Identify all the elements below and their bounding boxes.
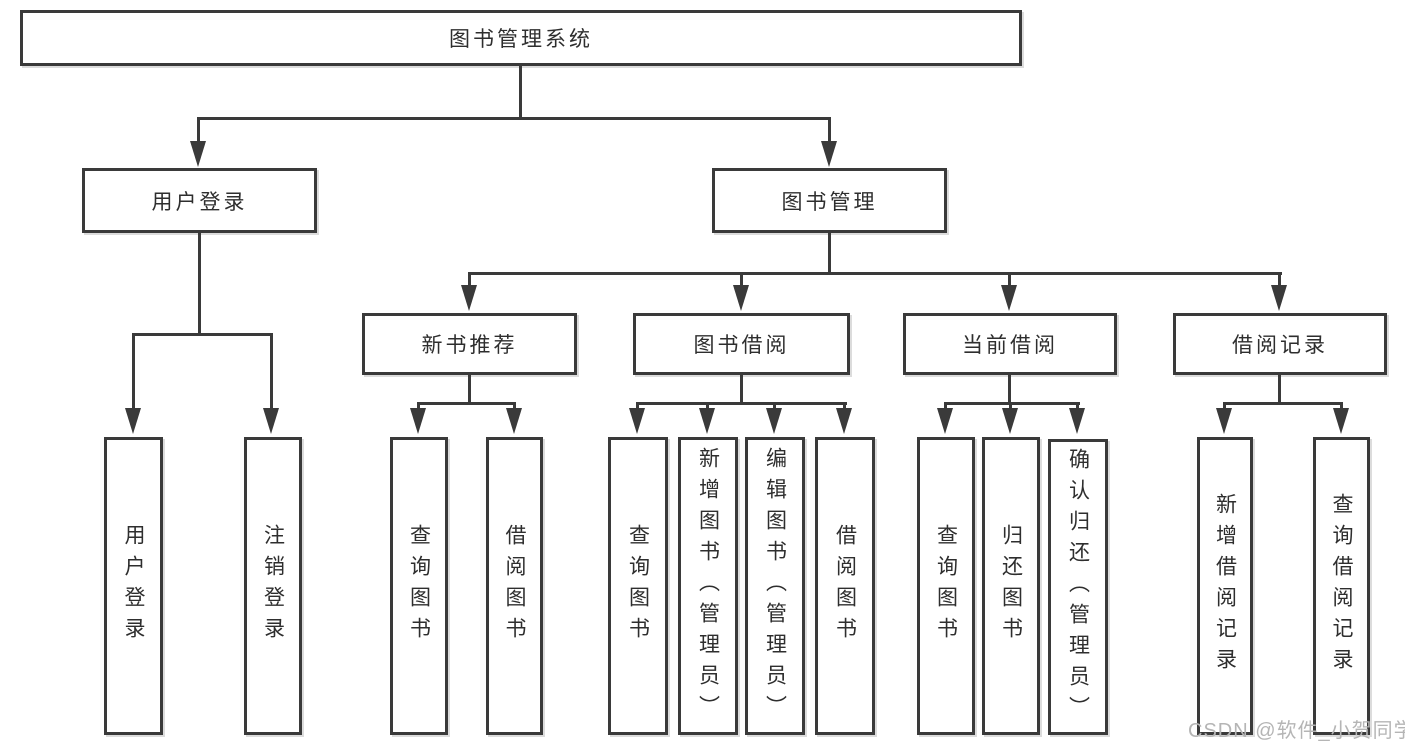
arrow-down-icon [937,408,953,434]
connector-drop-leaf [513,402,516,412]
connector-drop-user-login [197,117,200,147]
connector-current-stem [1008,375,1011,405]
leaf-add-borrow-record: 新增借阅记录 [1197,437,1253,735]
arrow-down-icon [410,408,426,434]
node-book-borrowing-label: 图书借阅 [693,334,790,357]
leaf-query-books-recommend-label: 查询图书 [407,524,431,648]
node-book-borrowing: 图书借阅 [633,313,850,375]
connector-root-stem [519,66,522,119]
leaf-query-books-current-label: 查询图书 [934,524,958,648]
connector-drop-leaf [1223,402,1226,412]
leaf-borrow-books: 借阅图书 [815,437,875,735]
arrow-down-icon [821,141,837,167]
connector-drop-book-mgmt [828,117,831,147]
connector-drop-leaf [843,402,846,412]
connector-records-stem [1278,375,1281,405]
node-root-system: 图书管理系统 [20,10,1022,66]
leaf-borrow-books-recommend-label: 借阅图书 [503,524,527,648]
connector-drop-leaf [1009,402,1012,412]
arrow-down-icon [1333,408,1349,434]
arrow-down-icon [1002,408,1018,434]
node-borrowing-records-label: 借阅记录 [1232,334,1328,357]
node-user-login: 用户登录 [82,168,317,233]
leaf-confirm-return-admin-label: 确认归还（管理员） [1066,447,1090,727]
connector-drop-current [1008,272,1011,288]
connector-drop-leaf [706,402,709,412]
node-new-book-recommend: 新书推荐 [362,313,577,375]
connector-root-rail [197,117,831,120]
arrow-down-icon [1001,285,1017,311]
leaf-edit-books-admin: 编辑图书（管理员） [745,437,805,735]
connector-drop-leaf [1340,402,1343,412]
arrow-down-icon [733,285,749,311]
node-new-book-recommend-label: 新书推荐 [421,334,518,357]
leaf-add-borrow-record-label: 新增借阅记录 [1213,493,1237,679]
connector-drop-leaf [417,402,420,412]
leaf-confirm-return-admin: 确认归还（管理员） [1048,439,1108,735]
leaf-borrow-books-label: 借阅图书 [833,524,857,648]
node-current-borrowing-label: 当前借阅 [962,334,1058,357]
arrow-down-icon [263,408,279,434]
connector-drop-leaf [773,402,776,412]
arrow-down-icon [1271,285,1287,311]
connector-user-login-stem [198,233,201,336]
leaf-query-books-current: 查询图书 [917,437,975,735]
connector-user-login-rail [132,333,273,336]
connector-borrowing-stem [740,375,743,405]
leaf-return-books-label: 归还图书 [999,524,1023,648]
leaf-return-books: 归还图书 [982,437,1040,735]
connector-drop-login-leaf [132,333,135,411]
connector-records-rail [1223,402,1342,405]
connector-drop-new-books [468,272,471,288]
node-current-borrowing: 当前借阅 [903,313,1117,375]
leaf-user-login-label: 用户登录 [122,524,146,648]
arrow-down-icon [1216,408,1232,434]
leaf-query-books-borrowing-label: 查询图书 [626,524,650,648]
connector-current-rail [944,402,1080,405]
connector-book-mgmt-rail [469,272,1282,275]
connector-drop-leaf [1076,402,1079,412]
leaf-user-login: 用户登录 [104,437,163,735]
arrow-down-icon [125,408,141,434]
node-book-management: 图书管理 [712,168,947,233]
connector-new-books-stem [468,375,471,405]
node-book-management-label: 图书管理 [781,190,878,214]
leaf-query-books-recommend: 查询图书 [390,437,448,735]
connector-drop-leaf [944,402,947,412]
arrow-down-icon [461,285,477,311]
connector-borrowing-rail [636,402,847,405]
leaf-edit-books-admin-label: 编辑图书（管理员） [763,446,787,726]
leaf-query-borrow-record: 查询借阅记录 [1313,437,1370,735]
connector-drop-logout-leaf [270,333,273,411]
connector-new-books-rail [417,402,516,405]
arrow-down-icon [506,408,522,434]
leaf-add-books-admin-label: 新增图书（管理员） [696,446,720,726]
connector-drop-leaf [636,402,639,412]
node-borrowing-records: 借阅记录 [1173,313,1387,375]
arrow-down-icon [836,408,852,434]
connector-drop-records [1278,272,1281,288]
leaf-add-books-admin: 新增图书（管理员） [678,437,738,735]
connector-book-mgmt-stem [828,233,831,275]
arrow-down-icon [766,408,782,434]
leaf-query-books-borrowing: 查询图书 [608,437,668,735]
node-user-login-label: 用户登录 [151,190,248,214]
arrow-down-icon [699,408,715,434]
leaf-logout-label: 注销登录 [261,524,285,648]
leaf-borrow-books-recommend: 借阅图书 [486,437,543,735]
connector-drop-borrowing [740,272,743,288]
leaf-logout: 注销登录 [244,437,302,735]
arrow-down-icon [629,408,645,434]
watermark: CSDN @软件_小贺同学 [1188,720,1405,742]
node-root-system-label: 图书管理系统 [449,28,593,51]
arrow-down-icon [190,141,206,167]
leaf-query-borrow-record-label: 查询借阅记录 [1330,493,1354,679]
arrow-down-icon [1069,408,1085,434]
